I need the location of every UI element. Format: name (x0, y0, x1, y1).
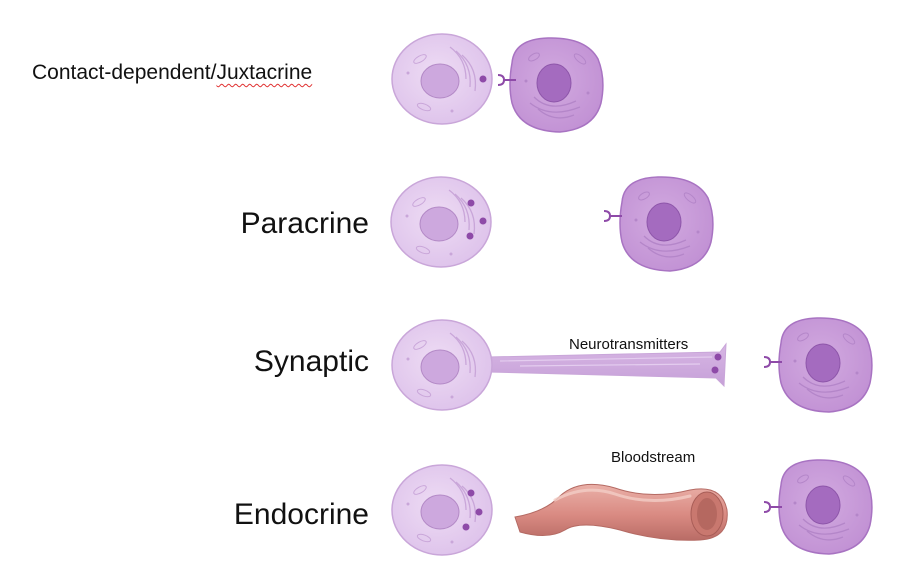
label-juxtacrine: Contact-dependent/Juxtacrine (32, 61, 312, 85)
endocrine-row (391, 459, 873, 556)
paracrine-signal-molecule (466, 232, 474, 240)
juxtacrine-signal-molecule (479, 75, 487, 83)
hormone-molecule (475, 508, 483, 516)
label-endocrine: Endocrine (233, 498, 369, 531)
label-synaptic: Synaptic (253, 345, 369, 378)
endocrine-target-cell (778, 459, 873, 555)
paracrine-row (390, 176, 714, 272)
hormone-molecule (467, 489, 475, 497)
hormone-molecule (462, 523, 470, 531)
synaptic-target-cell (778, 317, 873, 413)
paracrine-target-cell (619, 176, 714, 272)
paracrine-signal-molecule (467, 199, 475, 207)
neurotransmitter-molecule (714, 353, 722, 361)
synaptic-neuron-cell (391, 319, 493, 411)
juxtacrine-signaling-cell (391, 33, 493, 125)
paracrine-signal-molecule (479, 217, 487, 225)
label-contact-dependent: Contact-dependent/ (32, 61, 217, 84)
label-paracrine: Paracrine (240, 207, 369, 240)
paracrine-signaling-cell (390, 176, 492, 268)
juxtacrine-target-cell (509, 37, 604, 133)
label-juxtacrine-word: Juxtacrine (216, 61, 313, 84)
blood-vessel (514, 483, 728, 541)
label-bloodstream: Bloodstream (611, 449, 696, 466)
neurotransmitter-molecule (711, 366, 719, 374)
label-neurotransmitters: Neurotransmitters (569, 336, 689, 353)
paracrine-receptor (603, 210, 623, 222)
synaptic-row (391, 317, 873, 413)
juxtacrine-row (391, 33, 604, 133)
